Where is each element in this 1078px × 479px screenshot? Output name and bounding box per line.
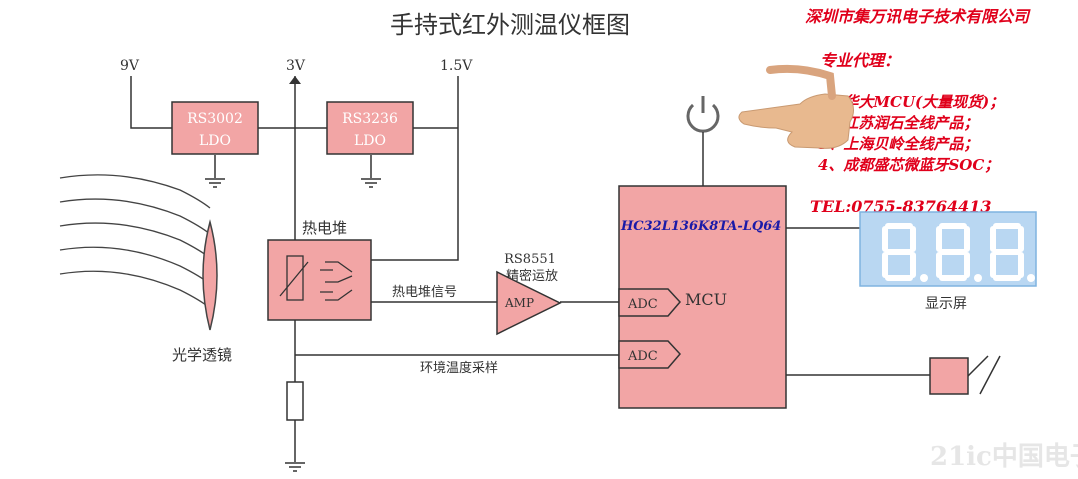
thermopile-block bbox=[267, 239, 372, 321]
agency-item-4: 4、成都盛芯微蓝牙SOC； bbox=[818, 156, 999, 174]
agency-item-1: 1、华大MCU(大量现货)； bbox=[818, 93, 1004, 111]
watermark: 21ic中国电子网 bbox=[930, 442, 1078, 472]
agency-title: 专业代理： bbox=[820, 51, 900, 70]
adc2-block bbox=[618, 340, 682, 369]
thermopile-label: 热电堆 bbox=[302, 219, 347, 237]
adc2-label: ADC bbox=[627, 349, 658, 364]
company-name: 深圳市集万讯电子技术有限公司 bbox=[805, 7, 1031, 26]
ground-icon bbox=[285, 462, 305, 472]
mcu-label: MCU bbox=[685, 290, 727, 309]
pointing-hand-icon bbox=[738, 64, 854, 149]
ground-icon bbox=[205, 178, 225, 188]
ldo1-part: RS3002 bbox=[187, 111, 243, 127]
ldo-rs3002: RS3002 LDO bbox=[171, 101, 259, 155]
display-block bbox=[859, 211, 1037, 287]
agency-item-2: 2、江苏润石全线产品； bbox=[817, 114, 978, 132]
display-label: 显示屏 bbox=[925, 296, 967, 312]
opamp-desc: 精密运放 bbox=[506, 268, 558, 284]
rail-3v-label: 3V bbox=[286, 58, 306, 74]
opamp-part: RS8551 bbox=[504, 252, 556, 267]
opamp-block: AMP bbox=[496, 270, 562, 336]
infrared-waves-icon bbox=[59, 174, 211, 309]
buzzer-icon bbox=[929, 355, 1001, 395]
adc1-label: ADC bbox=[627, 297, 658, 312]
mcu-block: HC32L136K8TA-LQ64 MCU ADC ADC bbox=[618, 185, 787, 409]
lens-label: 光学透镜 bbox=[172, 346, 232, 364]
agency-item-3: 3、上海贝岭全线产品； bbox=[818, 135, 978, 153]
mcu-part-number: HC32L136K8TA-LQ64 bbox=[620, 219, 781, 234]
ldo2-part: RS3236 bbox=[342, 111, 398, 127]
resistor-icon bbox=[286, 381, 304, 421]
ground-icon bbox=[361, 178, 381, 188]
rail-15v-label: 1.5V bbox=[440, 58, 473, 74]
diagram-title: 手持式红外测温仪框图 bbox=[390, 11, 630, 39]
ldo2-type: LDO bbox=[354, 133, 386, 149]
ambient-sampling-label: 环境温度采样 bbox=[420, 360, 498, 376]
ldo-rs3236: RS3236 LDO bbox=[326, 101, 414, 155]
power-icon bbox=[686, 96, 720, 133]
rail-9v-label: 9V bbox=[120, 58, 140, 74]
ldo1-type: LDO bbox=[199, 133, 231, 149]
thermopile-signal-label: 热电堆信号 bbox=[392, 285, 457, 300]
adc1-block bbox=[618, 288, 682, 317]
opamp-label: AMP bbox=[504, 296, 534, 310]
lens-icon bbox=[202, 219, 218, 331]
